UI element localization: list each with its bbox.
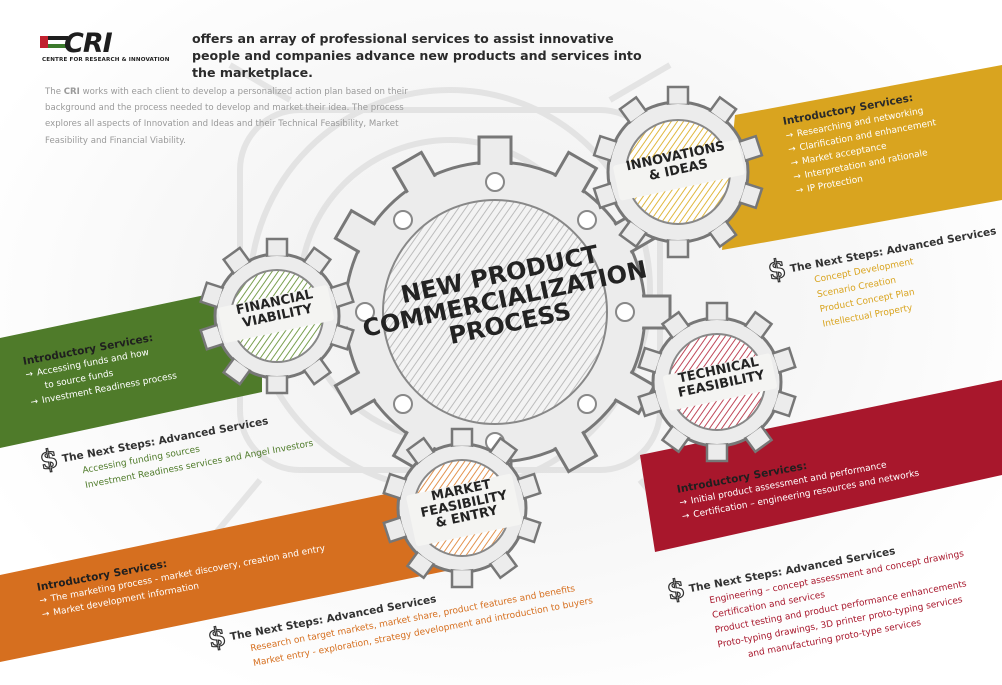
dollar-icon: $ (205, 621, 229, 655)
arrow-icon: → (41, 609, 51, 621)
innovations-band (722, 65, 1002, 250)
intro-text: works with each client to develop a pers… (45, 87, 408, 146)
cri-logo: CRI CENTRE FOR RESEARCH & INNOVATION (40, 28, 182, 64)
tagline: offers an array of professional services… (192, 31, 642, 80)
arrow-icon: → (24, 369, 34, 381)
intro-paragraph: The CRI works with each client to develo… (45, 84, 415, 149)
central-gear-icon (318, 135, 672, 489)
arrow-icon: → (29, 396, 40, 409)
logo-wordmark: CRI (64, 28, 113, 59)
intro-lead: The (45, 87, 64, 97)
financial-band (0, 283, 262, 448)
dollar-icon: $ (37, 443, 61, 477)
flag-icon (40, 36, 68, 48)
technical-band (640, 380, 1002, 552)
market-band (0, 470, 500, 662)
logo-subtitle: CENTRE FOR RESEARCH & INNOVATION (42, 57, 170, 63)
arrow-icon: → (681, 511, 691, 523)
intro-strong: CRI (63, 87, 80, 97)
dollar-icon: $ (765, 253, 789, 287)
dollar-icon: $ (664, 573, 688, 607)
arrow-icon: → (795, 185, 805, 197)
